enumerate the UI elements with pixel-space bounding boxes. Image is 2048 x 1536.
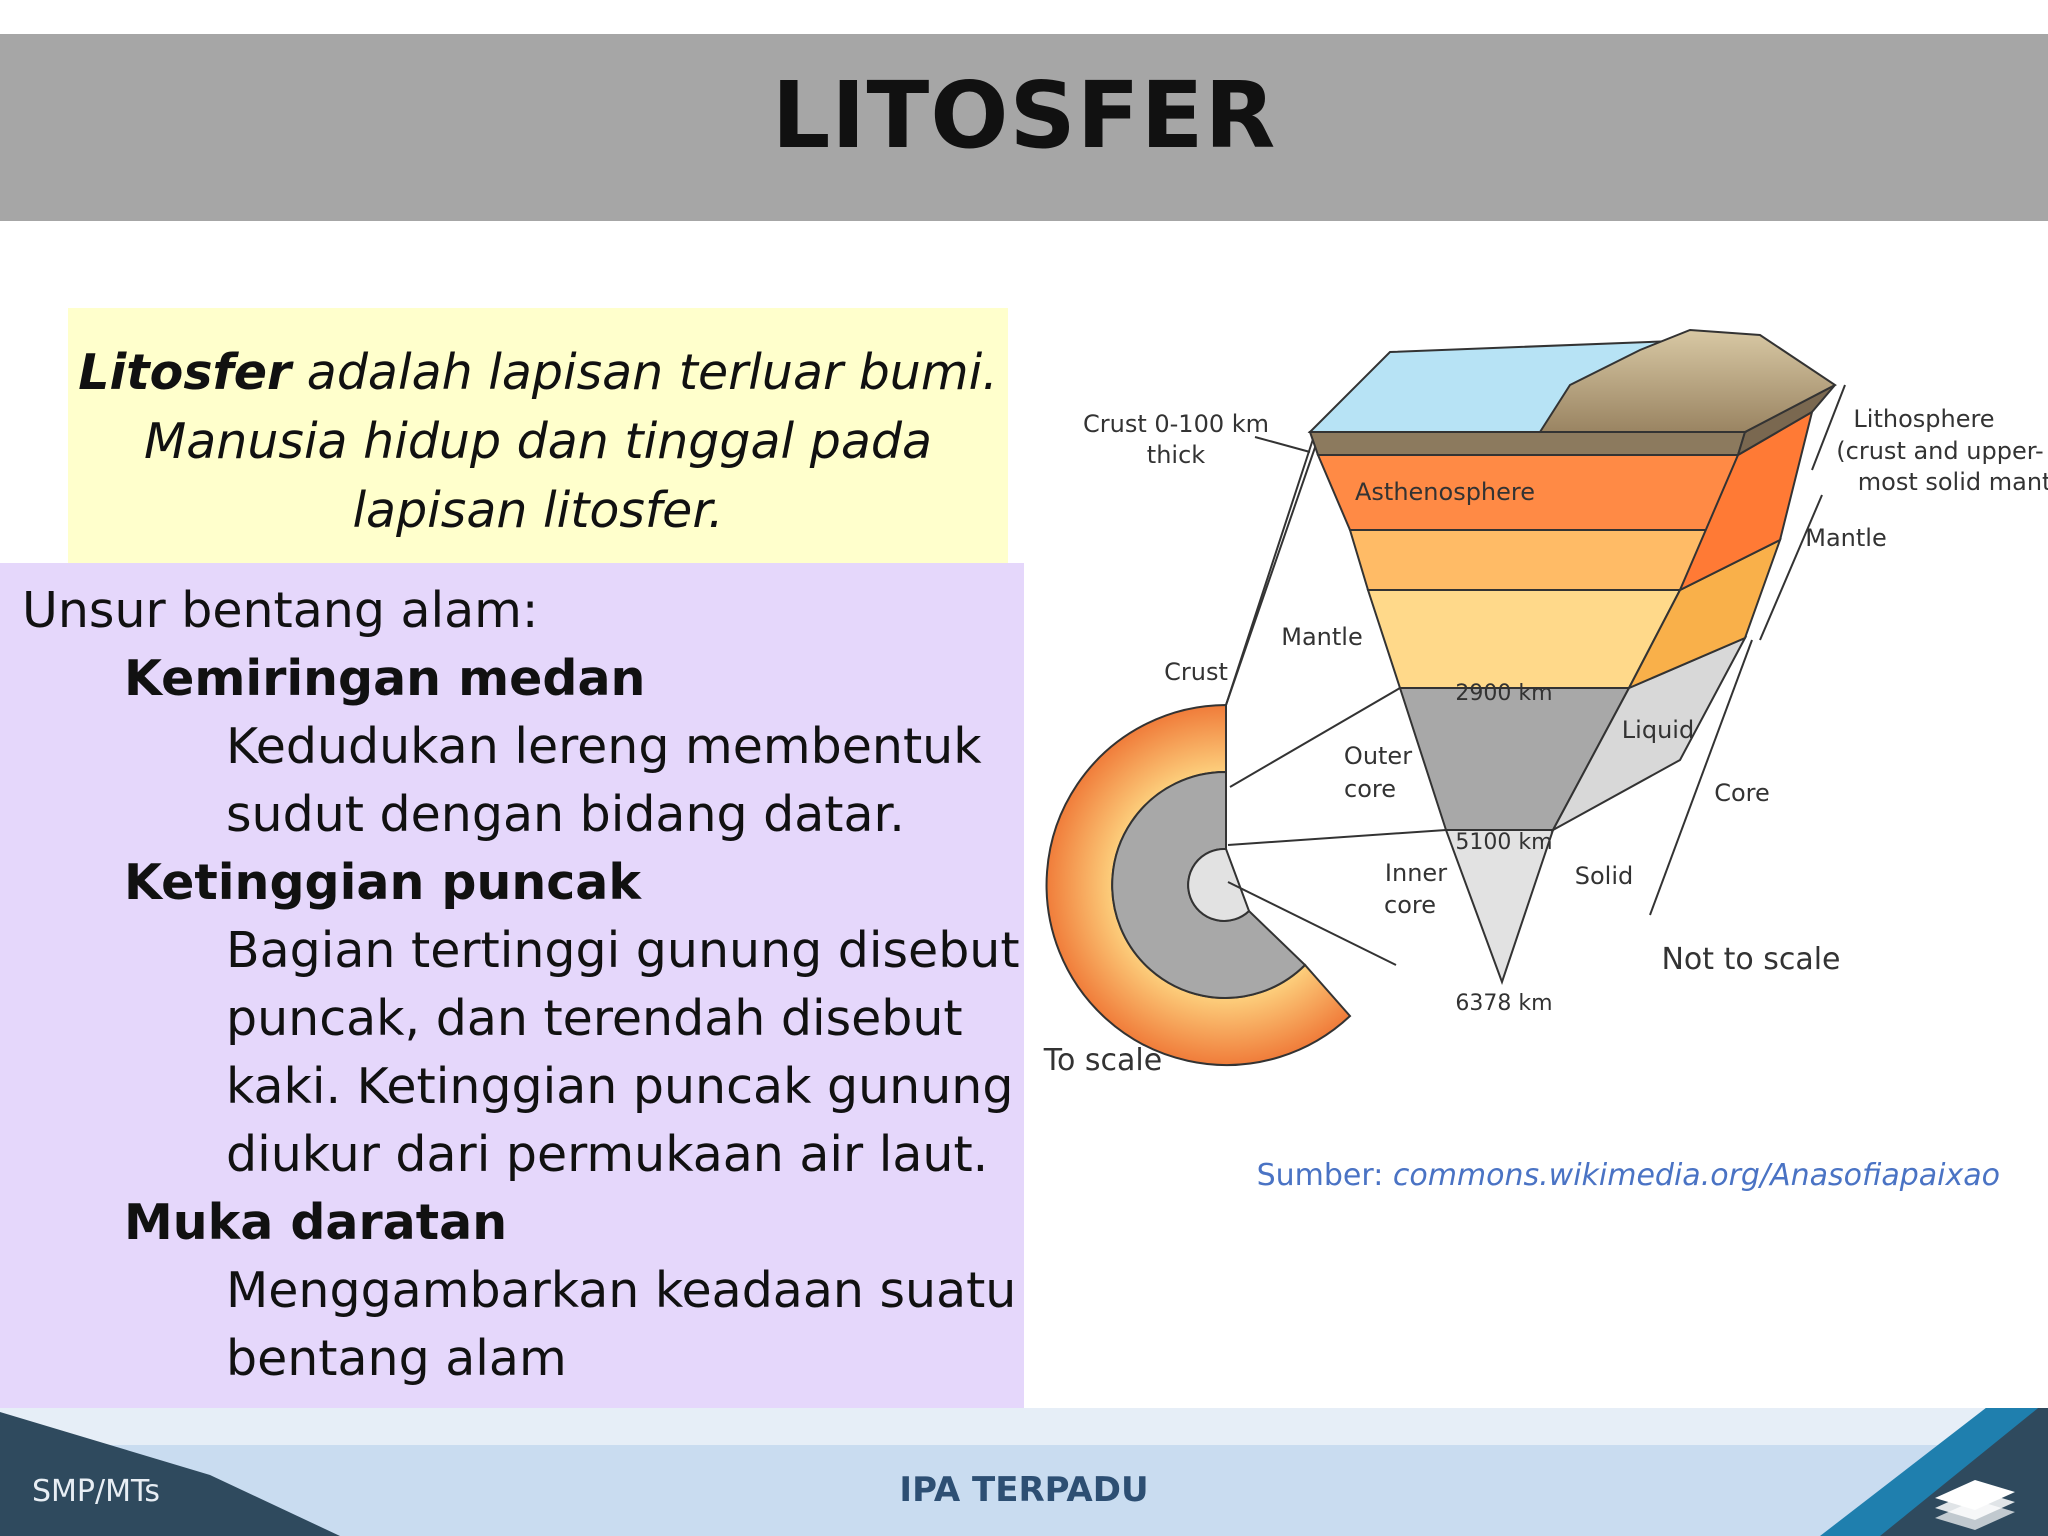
book-logo-icon bbox=[1935, 1480, 2015, 1530]
label-lithosphere-2: (crust and upper- bbox=[1836, 437, 2043, 465]
slide-title: LITOSFER bbox=[771, 62, 1277, 169]
image-source-credit: Sumber: commons.wikimedia.org/Anasofiapa… bbox=[1257, 1158, 2000, 1193]
definition-line-1: Litosfer adalah lapisan terluar bumi. bbox=[68, 338, 1008, 407]
footer-subject: IPA TERPADU bbox=[899, 1470, 1149, 1510]
list-item-text: sudut dengan bidang datar. bbox=[226, 786, 905, 843]
label-to-scale: To scale bbox=[1043, 1043, 1162, 1078]
list-item-text: puncak, dan terendah disebut bbox=[226, 990, 963, 1047]
label-mantle-right: Mantle bbox=[1805, 524, 1886, 552]
title-bar bbox=[0, 34, 2048, 221]
connector-lines bbox=[1225, 432, 1447, 966]
footer-bar bbox=[0, 1408, 2048, 1536]
definition-box bbox=[68, 308, 1008, 566]
list-heading: Unsur bentang alam: bbox=[22, 582, 539, 639]
list-item-text: kaki. Ketinggian puncak gunung bbox=[226, 1058, 1014, 1115]
label-crust-thickness: Crust 0-100 km bbox=[1083, 410, 1269, 438]
label-crust-left: Crust bbox=[1164, 658, 1228, 686]
label-6378-km: 6378 km bbox=[1455, 991, 1552, 1016]
list-item-text: Bagian tertinggi gunung disebut bbox=[226, 922, 1020, 979]
list-item-title: Kemiringan medan bbox=[124, 650, 646, 707]
bracket-lines bbox=[1254, 384, 1846, 916]
label-core-right: Core bbox=[1714, 779, 1770, 807]
source-prefix: Sumber: bbox=[1256, 1158, 1393, 1193]
wedge-lower-mantle bbox=[1366, 589, 1682, 689]
earth-layers-diagram: Crust 0-100 km thick Asthenosphere Mantl… bbox=[1043, 328, 2048, 1078]
source-link[interactable]: commons.wikimedia.org/Anasofiapaixao bbox=[1392, 1158, 2000, 1193]
footer-school-level: SMP/MTs bbox=[32, 1474, 160, 1509]
definition-line-3: lapisan litosfer. bbox=[352, 482, 724, 539]
label-2900-km: 2900 km bbox=[1455, 681, 1552, 706]
label-outer-core-2: core bbox=[1344, 775, 1396, 803]
label-lithosphere-3: most solid mantle) bbox=[1858, 468, 2048, 496]
label-inner-core-2: core bbox=[1384, 891, 1436, 919]
definition-line-1-rest: adalah lapisan terluar bumi. bbox=[291, 344, 998, 401]
definition-text: Litosfer adalah lapisan terluar bumi. Ma… bbox=[68, 338, 1008, 545]
wedge-crust bbox=[1308, 431, 1747, 456]
list-item-text: diukur dari permukaan air laut. bbox=[226, 1126, 989, 1183]
label-mantle-left: Mantle bbox=[1281, 623, 1362, 651]
label-crust-thickness-2: thick bbox=[1147, 441, 1205, 469]
definition-term: Litosfer bbox=[78, 344, 292, 401]
list-item-title: Muka daratan bbox=[124, 1194, 508, 1251]
mountain-terrain bbox=[1538, 328, 1837, 433]
label-outer-core: Outer bbox=[1344, 742, 1412, 770]
label-not-to-scale: Not to scale bbox=[1661, 942, 1840, 977]
label-asthenosphere: Asthenosphere bbox=[1355, 478, 1535, 506]
footer-left-shape bbox=[0, 1412, 340, 1536]
to-scale-inner-core bbox=[1187, 847, 1251, 922]
list-item-title: Ketinggian puncak bbox=[124, 854, 641, 911]
definition-line-2: Manusia hidup dan tinggal pada bbox=[144, 413, 932, 470]
list-item-text: bentang alam bbox=[226, 1330, 567, 1387]
label-solid: Solid bbox=[1575, 862, 1634, 890]
list-item-text: Menggambarkan keadaan suatu bbox=[226, 1262, 1017, 1319]
label-lithosphere: Lithosphere bbox=[1853, 405, 1994, 433]
label-5100-km: 5100 km bbox=[1455, 830, 1552, 855]
label-inner-core: Inner bbox=[1385, 859, 1447, 887]
list-item-text: Kedudukan lereng membentuk bbox=[226, 718, 982, 775]
label-liquid: Liquid bbox=[1622, 716, 1694, 744]
wedge-mid-mantle bbox=[1348, 529, 1710, 591]
landscape-elements-box bbox=[0, 563, 1024, 1411]
